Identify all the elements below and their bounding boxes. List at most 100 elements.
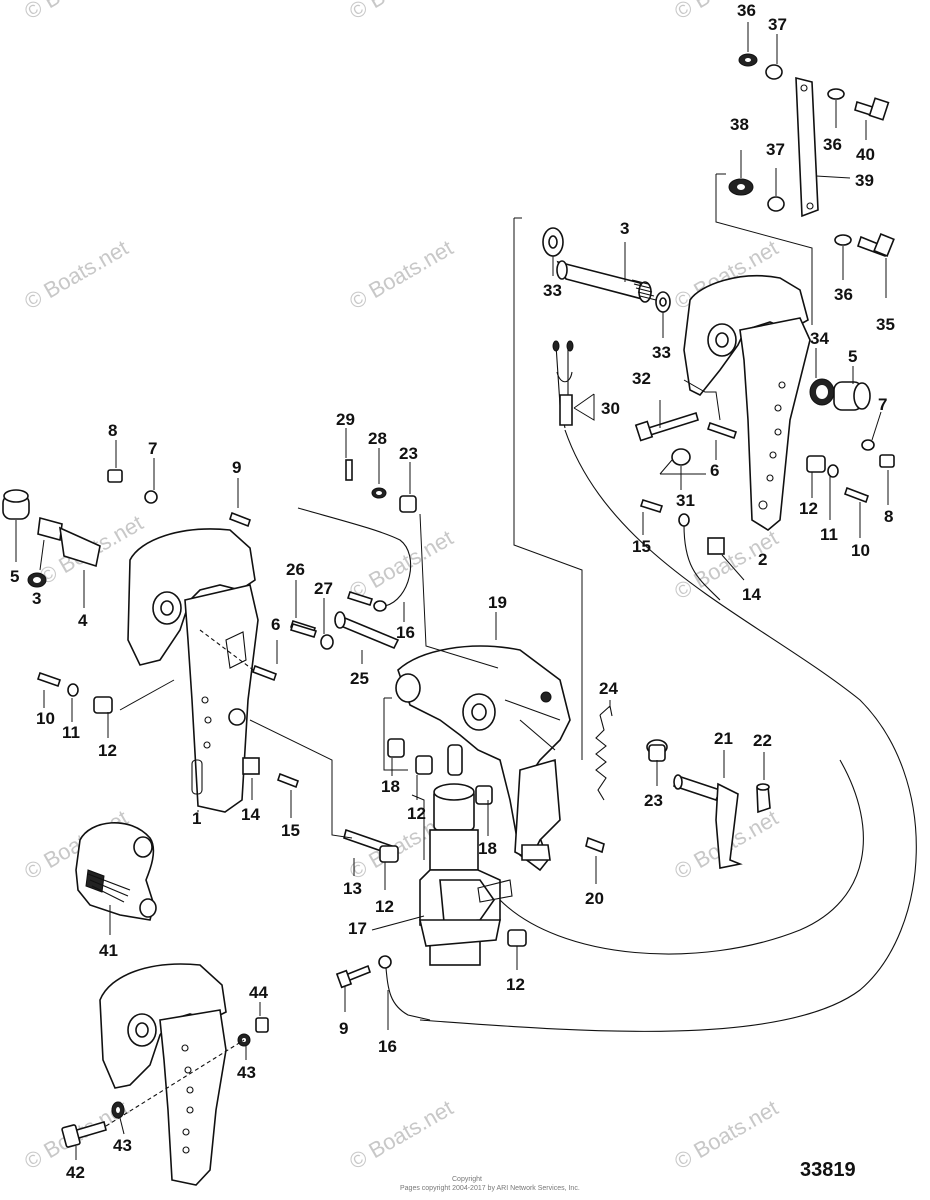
callout-7: 7	[878, 395, 887, 414]
callout-37: 37	[768, 15, 787, 34]
bushing-12	[507, 929, 527, 947]
sender-4a	[37, 516, 63, 542]
callout-44: 44	[249, 983, 268, 1002]
bushing-12	[93, 696, 113, 714]
callout-40: 40	[856, 145, 875, 164]
washer-11	[827, 464, 839, 478]
callout-36: 36	[834, 285, 853, 304]
callout-11: 11	[820, 525, 838, 544]
swivel-bracket-2	[683, 274, 811, 531]
lower-bracket	[61, 963, 269, 1186]
footer-line: Copyright	[452, 1176, 482, 1183]
stern-bracket-1	[127, 528, 259, 813]
callout-10: 10	[851, 541, 870, 560]
callout-10: 10	[36, 709, 55, 728]
callout-33: 33	[543, 281, 562, 300]
trim-sender-wire-30	[552, 340, 595, 429]
callout-36: 36	[823, 135, 842, 154]
washer-7	[144, 490, 158, 504]
callout-36: 36	[737, 1, 756, 20]
pin-29	[345, 459, 353, 481]
callout-38: 38	[730, 115, 749, 134]
callout-1: 1	[192, 809, 201, 828]
callout-29: 29	[336, 410, 355, 429]
callout-37: 37	[766, 140, 785, 159]
callout-16: 16	[378, 1037, 397, 1056]
callout-9: 9	[339, 1019, 348, 1038]
callout-19: 19	[488, 593, 507, 612]
left-bracket-hardware	[2, 440, 317, 818]
callout-43: 43	[237, 1063, 256, 1082]
callout-14: 14	[241, 805, 260, 824]
callout-34: 34	[810, 329, 829, 348]
callout-24: 24	[599, 679, 618, 698]
callout-8: 8	[108, 421, 117, 440]
callout-22: 22	[753, 731, 772, 750]
cable-path	[683, 524, 721, 601]
callout-43: 43	[113, 1136, 132, 1155]
callout-13: 13	[343, 879, 362, 898]
link-39	[795, 76, 819, 218]
link-assembly	[715, 22, 895, 325]
washer-11	[67, 683, 79, 697]
bushing-12	[806, 455, 826, 473]
ground-cable-16-long	[419, 429, 917, 1032]
nut-44	[255, 1017, 269, 1033]
callout-14: 14	[742, 585, 761, 604]
callout-28: 28	[368, 429, 387, 448]
block-14	[707, 537, 725, 555]
lower-ground-cable	[335, 955, 431, 1030]
washer-33	[542, 227, 671, 338]
callout-21: 21	[714, 729, 733, 748]
callout-25: 25	[350, 669, 369, 688]
tilt-tube-3	[556, 242, 657, 303]
fitting-20	[585, 836, 605, 854]
callout-5: 5	[10, 567, 19, 586]
watermark: © Boats.net	[345, 0, 457, 24]
bushing-37	[765, 64, 783, 80]
callout-35: 35	[876, 315, 895, 334]
callout-3: 3	[620, 219, 629, 238]
screw-15	[277, 772, 299, 789]
screw-15	[639, 499, 664, 513]
callout-42: 42	[66, 1163, 85, 1182]
lever-assembly	[585, 700, 771, 884]
callout-2: 2	[758, 550, 767, 569]
callout-20: 20	[585, 889, 604, 908]
callout-32: 32	[632, 369, 651, 388]
callout-15: 15	[632, 537, 651, 556]
bushing-23	[399, 495, 417, 513]
callout-16: 16	[396, 623, 415, 642]
callout-12: 12	[375, 897, 394, 916]
callout-12: 12	[98, 741, 117, 760]
callout-23: 23	[399, 444, 418, 463]
bolt-10	[36, 671, 62, 688]
trim-cylinder-17	[249, 697, 527, 970]
callout-18: 18	[478, 839, 497, 858]
right-bracket-hardware	[634, 348, 895, 581]
callout-labels: 36 37 36 40 38 37 39 3 33 36 35 34 5 33 …	[10, 1, 895, 1182]
washer-27	[320, 634, 334, 650]
block-14	[242, 757, 260, 775]
bushing-18	[387, 738, 405, 758]
callout-15: 15	[281, 821, 300, 840]
callout-8: 8	[884, 507, 893, 526]
callout-18: 18	[381, 777, 400, 796]
callout-11: 11	[62, 723, 80, 742]
callout-41: 41	[99, 941, 118, 960]
bolt-9	[229, 511, 251, 528]
spring-24	[595, 714, 607, 801]
callout-6: 6	[710, 461, 719, 480]
callout-5: 5	[848, 347, 857, 366]
callout-6: 6	[271, 615, 280, 634]
trim-sender-4	[59, 526, 101, 568]
washer-7	[861, 439, 875, 451]
callout-17: 17	[348, 919, 367, 938]
footer-line: Pages copyright 2004-2017 by ARI Network…	[400, 1185, 580, 1192]
center-top-hardware	[289, 428, 499, 669]
clip-31	[671, 448, 691, 466]
watermark: © Boats.net	[20, 235, 132, 314]
bolt-10	[843, 486, 870, 504]
callout-4: 4	[78, 611, 88, 630]
